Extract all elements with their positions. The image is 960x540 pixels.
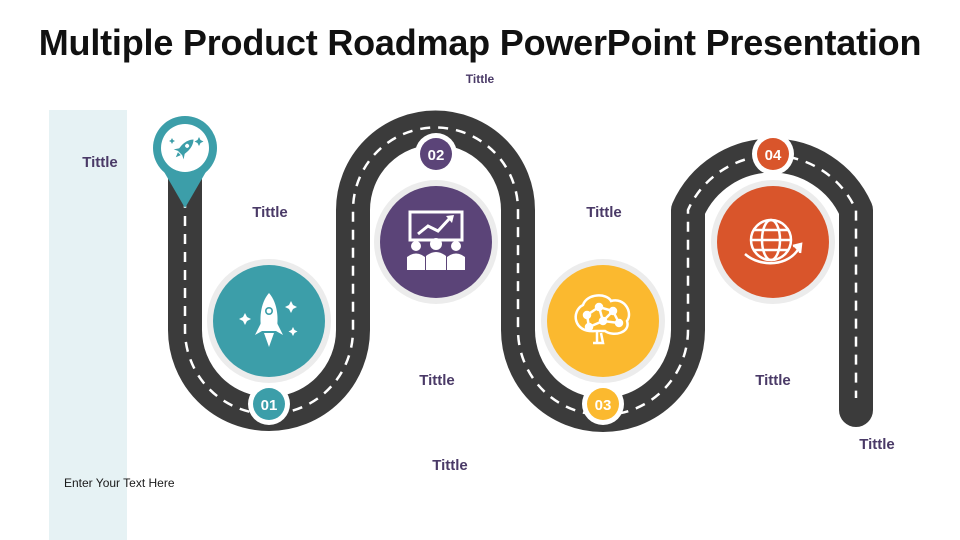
- label-upper-2: Tittle: [586, 204, 622, 221]
- start-pin: [153, 116, 217, 208]
- number-badge-02-text: 02: [428, 147, 445, 164]
- rocket-icon: [239, 293, 298, 347]
- label-end: Tittle: [859, 436, 895, 453]
- number-badge-03: 03: [582, 383, 624, 425]
- milestone-01-circle: [207, 259, 331, 383]
- presentation-team-icon: [407, 210, 465, 270]
- body-text: Enter Your Text Here: [64, 476, 175, 490]
- milestone-03-circle: [541, 259, 665, 383]
- number-badge-02: 02: [415, 133, 457, 175]
- label-lower-2: Tittle: [755, 372, 791, 389]
- road-center-dashes: [183, 126, 858, 417]
- side-panel: [49, 110, 127, 540]
- slide-title: Multiple Product Roadmap PowerPoint Pres…: [38, 22, 922, 63]
- globe-arrow-icon: [744, 218, 803, 265]
- milestone-04-circle: [711, 180, 835, 304]
- number-badge-03-text: 03: [595, 397, 612, 414]
- number-badge-01: 01: [248, 383, 290, 425]
- number-badge-04: 04: [752, 133, 794, 175]
- number-badge-04-text: 04: [765, 147, 782, 164]
- brain-network-icon: [574, 294, 631, 345]
- slide-subtitle: Tittle: [465, 72, 495, 86]
- number-badge-01-text: 01: [261, 397, 278, 414]
- label-upper-1: Tittle: [252, 204, 288, 221]
- rocket-icon: [173, 139, 194, 160]
- label-lower-1: Tittle: [419, 372, 455, 389]
- label-bottom-center: Tittle: [432, 457, 468, 474]
- milestone-02-circle: [374, 180, 498, 304]
- side-panel-label: Tittle: [82, 154, 118, 171]
